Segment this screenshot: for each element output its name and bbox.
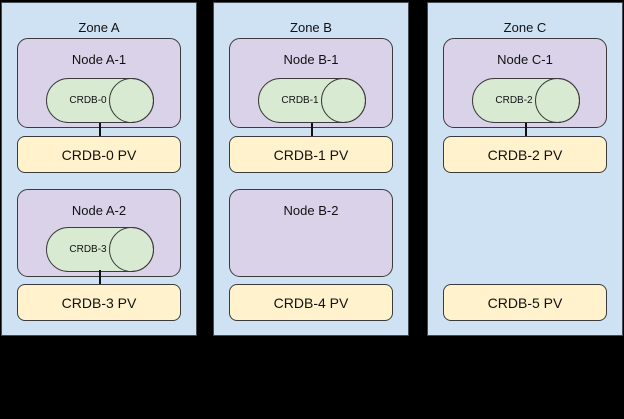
pod-label-crdb-1: CRDB-1 bbox=[281, 95, 319, 106]
pod-cylinder-crdb-1: CRDB-1 bbox=[258, 78, 366, 123]
pod-cylinder-crdb-3: CRDB-3 bbox=[46, 227, 154, 272]
pv-crdb-4: CRDB-4 PV bbox=[229, 284, 393, 321]
cylinder-cap bbox=[321, 78, 366, 123]
zone-b-title: Zone B bbox=[290, 20, 332, 35]
node-b-2-title: Node B-2 bbox=[283, 203, 339, 218]
pod-cylinder-crdb-2: CRDB-2 bbox=[472, 78, 580, 123]
pv-crdb-2: CRDB-2 PV bbox=[443, 136, 607, 173]
pv-crdb-1-label: CRDB-1 PV bbox=[273, 146, 349, 163]
connector-crdb-3-to-pv bbox=[99, 270, 101, 285]
zone-c: Zone C Node C-1 CRDB-2 CRDB-2 PV CRDB-5 … bbox=[427, 2, 623, 336]
node-a-1-title: Node A-1 bbox=[71, 52, 127, 67]
pv-crdb-2-label: CRDB-2 PV bbox=[487, 146, 563, 163]
connector-crdb-2-to-pv bbox=[525, 123, 527, 137]
connector-crdb-1-to-pv bbox=[311, 123, 313, 137]
pod-label-crdb-3: CRDB-3 bbox=[69, 244, 107, 255]
pv-crdb-0: CRDB-0 PV bbox=[17, 136, 181, 173]
connector-crdb-0-to-pv bbox=[99, 123, 101, 137]
zone-a: Zone A Node A-1 CRDB-0 CRDB-0 PV Node A-… bbox=[1, 2, 197, 336]
zone-a-title: Zone A bbox=[78, 20, 120, 35]
cylinder-cap bbox=[109, 78, 154, 123]
pv-crdb-5: CRDB-5 PV bbox=[443, 284, 607, 321]
pod-label-crdb-2: CRDB-2 bbox=[495, 95, 533, 106]
node-a-2-title: Node A-2 bbox=[71, 203, 127, 218]
pod-cylinder-crdb-0: CRDB-0 bbox=[46, 78, 154, 123]
node-c-1-title: Node C-1 bbox=[497, 52, 553, 67]
pv-crdb-1: CRDB-1 PV bbox=[229, 136, 393, 173]
node-b-1-title: Node B-1 bbox=[283, 52, 339, 67]
node-b-2: Node B-2 bbox=[229, 189, 393, 277]
zone-b: Zone B Node B-1 CRDB-1 CRDB-1 PV Node B-… bbox=[213, 2, 409, 336]
pod-label-crdb-0: CRDB-0 bbox=[69, 95, 107, 106]
pv-crdb-3-label: CRDB-3 PV bbox=[61, 294, 137, 311]
pv-crdb-0-label: CRDB-0 PV bbox=[61, 146, 137, 163]
cylinder-cap bbox=[109, 227, 154, 272]
pv-crdb-4-label: CRDB-4 PV bbox=[273, 294, 349, 311]
cylinder-cap bbox=[535, 78, 580, 123]
zone-c-title: Zone C bbox=[503, 20, 547, 35]
pv-crdb-3: CRDB-3 PV bbox=[17, 284, 181, 321]
pv-crdb-5-label: CRDB-5 PV bbox=[487, 294, 563, 311]
